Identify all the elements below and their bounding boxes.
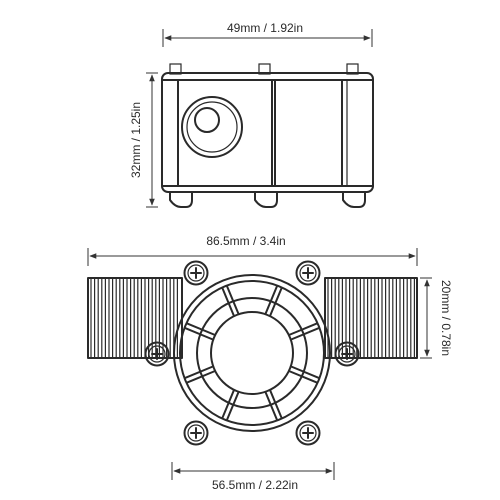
- screw-head-icon: [295, 260, 321, 286]
- body-width-label: 56.5mm / 2.22in: [212, 478, 298, 492]
- body-width-dimension: 56.5mm / 2.22in: [171, 462, 335, 492]
- overall-length-dimension: 86.5mm / 3.4in: [87, 234, 418, 266]
- screw-head-icon: [144, 341, 170, 367]
- mounting-screws: [144, 260, 360, 446]
- top-height-dimension: 32mm / 1.25in: [129, 72, 158, 208]
- screw-head-icon: [334, 341, 360, 367]
- top-width-dimension: 49mm / 1.92in: [162, 21, 373, 47]
- thread-diameter-label: 20mm / 0.78in: [439, 280, 453, 356]
- front-view-drawing: [87, 260, 418, 446]
- screw-head-icon: [295, 420, 321, 446]
- screw-head-icon: [183, 420, 209, 446]
- top-height-label: 32mm / 1.25in: [129, 102, 143, 178]
- thread-diameter-dimension: 20mm / 0.78in: [420, 277, 453, 359]
- top-width-label: 49mm / 1.92in: [227, 21, 303, 35]
- housing-spokes: [184, 285, 320, 421]
- right-thread-lines: [327, 279, 415, 357]
- screw-head-icon: [183, 260, 209, 286]
- overall-length-label: 86.5mm / 3.4in: [206, 234, 285, 248]
- top-view-drawing: [161, 63, 374, 208]
